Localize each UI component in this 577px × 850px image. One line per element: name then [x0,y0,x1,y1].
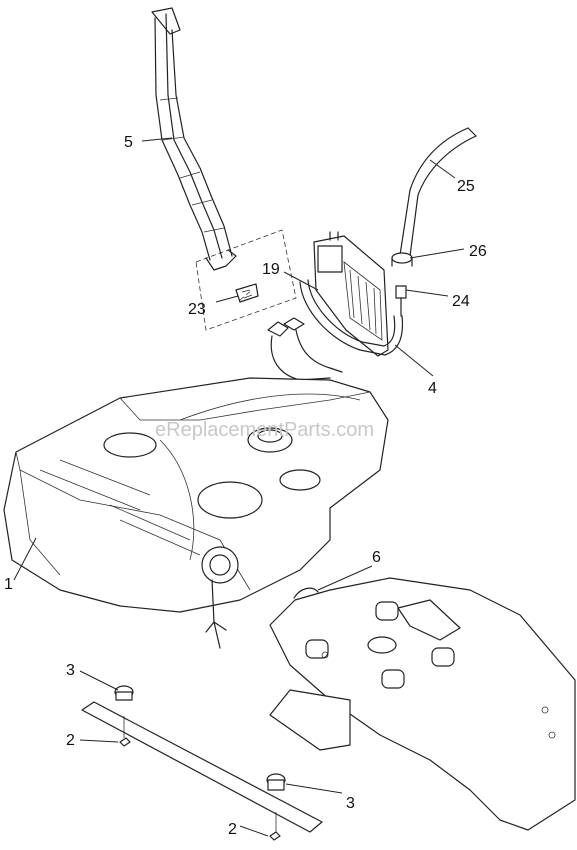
callout-4: 4 [428,380,437,397]
bumper-upper [114,685,134,701]
callout-2-lower: 2 [228,821,237,838]
vent-hose [399,127,477,257]
callout-19: 19 [262,261,280,278]
hose-clip [235,283,259,303]
screw-lower [269,812,281,841]
callout-labels: 5 25 26 19 24 23 4 6 1 3 2 3 2 [4,134,487,838]
callout-23: 23 [188,301,206,318]
leader-lines [13,137,465,837]
bumper-lower [266,773,286,791]
callout-25: 25 [457,178,475,195]
callout-2-upper: 2 [66,732,75,749]
callout-5: 5 [124,134,133,151]
screw-upper [119,716,131,747]
hose-clamp [391,252,413,267]
filler-neck-hose [151,7,237,271]
assembly-guide-lines [195,229,297,331]
callout-3-upper: 3 [66,662,75,679]
callout-24: 24 [452,293,470,310]
canister-assembly [299,231,404,357]
callout-3-lower: 3 [346,795,355,812]
connector-hoses [267,317,343,381]
callout-1: 1 [4,576,13,593]
fitting [395,285,407,317]
callout-26: 26 [469,243,487,260]
callout-6: 6 [372,549,381,566]
heat-shield [269,577,576,831]
fuel-tank [3,377,389,649]
watermark-text: eReplacementParts.com [155,419,374,441]
mounting-strap [81,701,323,833]
